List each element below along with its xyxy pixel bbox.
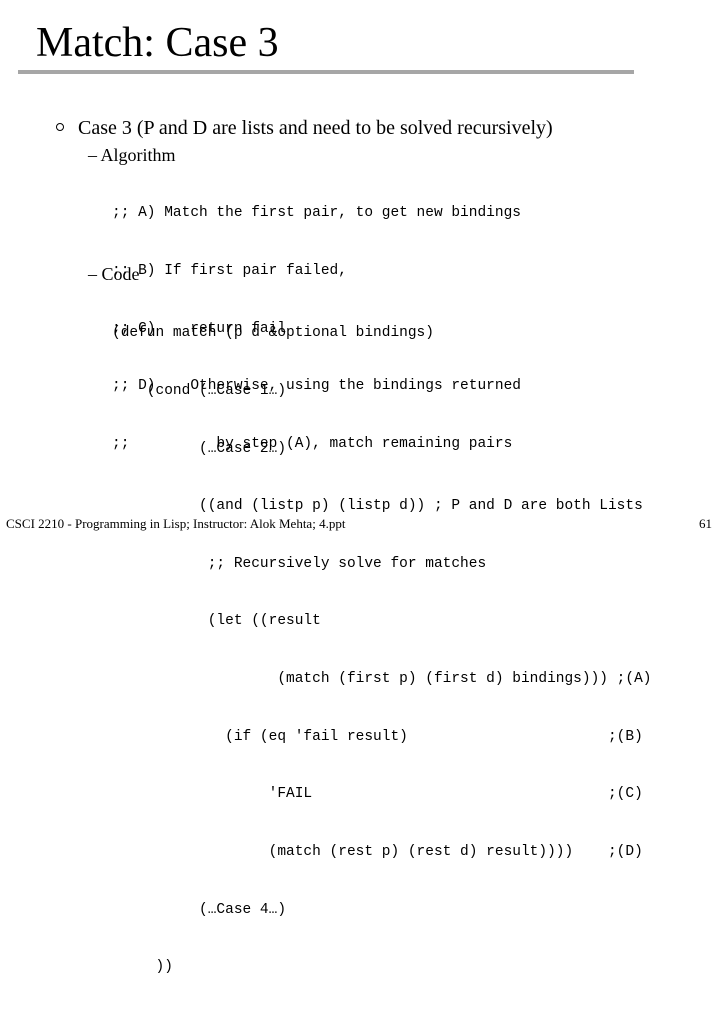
algorithm-line: ;; B) If first pair failed, bbox=[112, 263, 347, 280]
algorithm-line: ;; D) Otherwise, using the bindings retu… bbox=[112, 378, 521, 395]
algorithm-heading: – Algorithm bbox=[88, 145, 176, 165]
bullet-item: Case 3 (P and D are lists and need to be… bbox=[56, 116, 553, 140]
code-line: (let ((result bbox=[112, 613, 321, 630]
code-line: (…Case 2…) bbox=[112, 440, 287, 457]
slide: Match: Case 3 Case 3 (P and D are lists … bbox=[6, 20, 712, 975]
slide-title: Match: Case 3 bbox=[36, 20, 279, 66]
algorithm-line: ;; by step (A), match remaining pairs bbox=[112, 435, 513, 452]
code-line: ;; Recursively solve for matches bbox=[112, 555, 487, 572]
code-line: (if (eq 'fail result) ;(B) bbox=[112, 728, 643, 745]
page-number: 61 bbox=[699, 516, 712, 531]
code-line: )) bbox=[112, 959, 173, 976]
title-underline bbox=[18, 70, 634, 74]
algorithm-block: ;; A) Match the first pair, to get new b… bbox=[112, 166, 521, 492]
bullet-text: Case 3 (P and D are lists and need to be… bbox=[78, 117, 553, 139]
code-heading: – Code bbox=[88, 264, 140, 284]
code-block: (defun match (p d &optional bindings) (c… bbox=[112, 286, 652, 1016]
code-line: 'FAIL ;(C) bbox=[112, 786, 643, 803]
footer-text: CSCI 2210 - Programming in Lisp; Instruc… bbox=[6, 516, 346, 531]
code-line: ((and (listp p) (listp d)) ; P and D are… bbox=[112, 498, 643, 515]
code-line: (defun match (p d &optional bindings) bbox=[112, 325, 434, 342]
code-line: (match (first p) (first d) bindings))) ;… bbox=[112, 671, 652, 688]
bullet-icon bbox=[56, 123, 64, 132]
code-line: (…Case 4…) bbox=[112, 901, 287, 918]
algorithm-line: ;; A) Match the first pair, to get new b… bbox=[112, 205, 521, 222]
algorithm-line: ;; C) return fail bbox=[112, 320, 287, 337]
code-line: (cond (…Case 1…) bbox=[112, 383, 287, 400]
code-line: (match (rest p) (rest d) result)))) ;(D) bbox=[112, 843, 643, 860]
